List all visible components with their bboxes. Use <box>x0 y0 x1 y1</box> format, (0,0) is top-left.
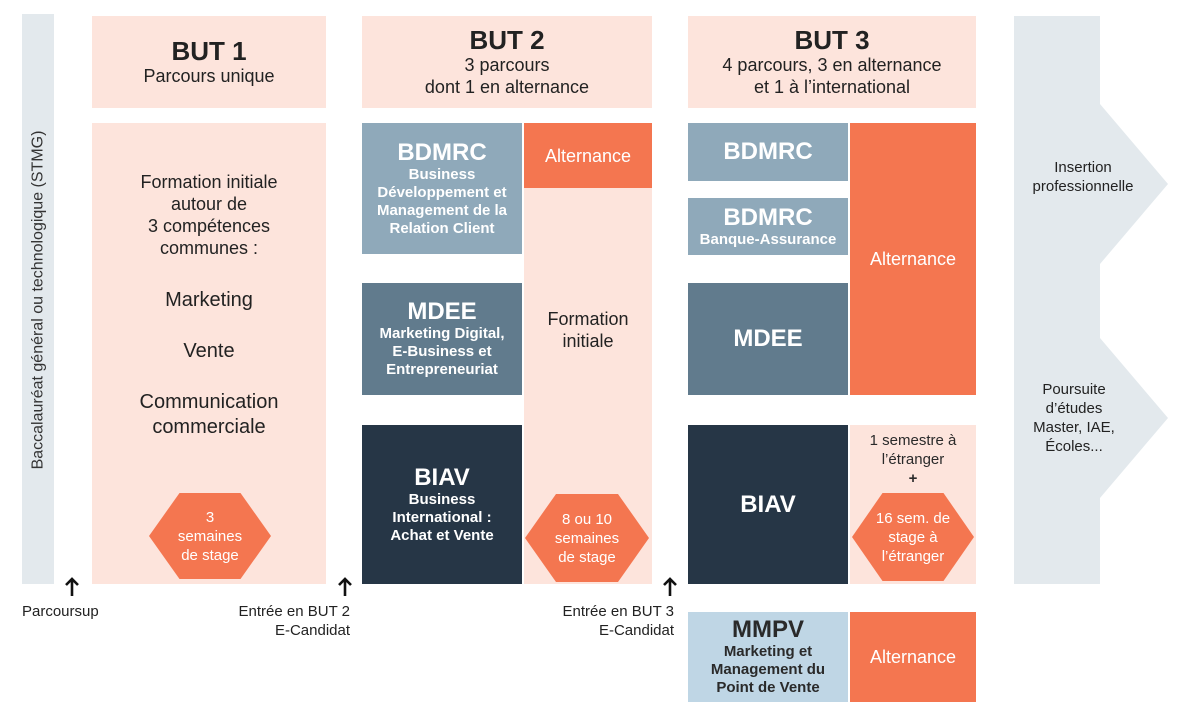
but1-intro: Formation initiale autour de 3 compétenc… <box>92 171 326 259</box>
but2-stage-badge: 8 ou 10 semaines de stage <box>525 494 649 582</box>
but3-title: BUT 3 <box>794 25 870 55</box>
but2-bdmrc-desc: Business Développement et Management de … <box>376 165 508 237</box>
competence-communication: Communication commerciale <box>139 391 279 438</box>
outcome-insertion: Insertion professionnelle <box>1014 158 1152 196</box>
but2-subtitle-line: 3 parcours <box>464 55 550 75</box>
arrow-poursuite-icon <box>1014 338 1168 498</box>
but2-mdee-desc: Marketing Digital, E-Business et Entrepr… <box>379 325 505 378</box>
but3-mmpv-alternance: Alternance <box>850 612 976 702</box>
entry-but3-line: E-Candidat <box>598 622 674 639</box>
but2-bdmrc-name: BDMRC <box>397 138 487 166</box>
but2-mdee-name: MDEE <box>407 298 477 325</box>
entry-but2-line: Entrée en BUT 2 <box>238 603 350 620</box>
entry-parcoursup: Parcoursup <box>22 603 99 620</box>
but3-mmpv-desc: Marketing et Management du Point de Vent… <box>710 643 826 696</box>
but3-bdmrc-name: BDMRC <box>723 138 813 165</box>
arrow-up-but2-icon <box>338 577 352 596</box>
but2-biav-name: BIAV <box>414 463 470 491</box>
but2-biav-desc: Business International : Achat et Vente <box>390 490 494 544</box>
but1-stage-badge: 3 semaines de stage <box>149 493 271 579</box>
but3-bdmrc: BDMRC <box>688 123 848 181</box>
but3-plus: + <box>908 470 918 487</box>
but1-body-line: autour de <box>170 194 248 214</box>
but3-bdmrc-banque-desc: Banque-Assurance <box>699 231 837 248</box>
but2-bdmrc: BDMRC Business Développement et Manageme… <box>362 123 522 254</box>
competence-marketing: Marketing <box>165 289 253 311</box>
competence-vente: Vente <box>183 340 235 362</box>
arrow-up-but3-icon <box>663 577 677 596</box>
but3-biav-name: BIAV <box>740 490 796 518</box>
but3-alternance-label: Alternance <box>869 249 957 269</box>
outcome-poursuite-line: Poursuite <box>1042 381 1106 398</box>
but1-title: BUT 1 <box>171 36 247 66</box>
outcome-poursuite-line: Master, IAE, <box>1033 419 1115 436</box>
but2-subtitle-line: dont 1 en alternance <box>424 77 590 97</box>
but3-mmpv: MMPV Marketing et Management du Point de… <box>688 612 848 702</box>
outcome-poursuite: Poursuite d’études Master, IAE, Écoles..… <box>1014 380 1134 456</box>
baccalaureat-label: Baccalauréat général ou technologique (S… <box>28 130 46 470</box>
but1-body-line: communes : <box>159 238 259 258</box>
but3-mdee: MDEE <box>688 283 848 395</box>
but2-header: BUT 2 3 parcours dont 1 en alternance <box>362 16 652 108</box>
but2-formation-initiale-label: Formation initiale <box>547 309 629 351</box>
but2-title: BUT 2 <box>469 25 545 55</box>
entry-but2: Entrée en BUT 2 E-Candidat <box>200 602 350 640</box>
but3-header: BUT 3 4 parcours, 3 en alternance et 1 à… <box>688 16 976 108</box>
but3-alternance: Alternance <box>850 123 976 395</box>
outcome-insertion-label: Insertion professionnelle <box>1032 159 1134 195</box>
but2-mdee: MDEE Marketing Digital, E-Business et En… <box>362 283 522 395</box>
outcome-poursuite-line: d’études <box>1045 400 1103 417</box>
but3-international: 1 semestre à l’étranger + 16 sem. de sta… <box>850 425 976 584</box>
entry-but2-line: E-Candidat <box>274 622 350 639</box>
but3-semestre: 1 semestre à l’étranger <box>869 432 957 468</box>
but1-subtitle: Parcours unique <box>143 66 275 86</box>
but2-biav: BIAV Business International : Achat et V… <box>362 425 522 584</box>
but1-body-line: Formation initiale <box>140 172 278 192</box>
but1-body-line: 3 compétences <box>147 216 271 236</box>
baccalaureat-bar <box>22 14 54 584</box>
but2-alternance-label: Alternance <box>544 145 632 166</box>
but3-subtitle-line: 4 parcours, 3 en alternance <box>722 55 942 75</box>
but1-header: BUT 1 Parcours unique <box>92 16 326 108</box>
entry-but3: Entrée en BUT 3 E-Candidat <box>524 602 674 640</box>
but3-mmpv-alternance-label: Alternance <box>869 647 957 667</box>
but3-biav: BIAV <box>688 425 848 584</box>
arrow-insertion-icon <box>1014 104 1168 264</box>
but3-bdmrc-banque: BDMRC Banque-Assurance <box>688 198 848 255</box>
outcomes-bar <box>1014 16 1100 584</box>
but1-body: Formation initiale autour de 3 compétenc… <box>92 123 326 584</box>
but2-formation-initiale: Formation initiale <box>524 290 652 370</box>
but3-subtitle-line: et 1 à l’international <box>753 77 911 97</box>
but3-mmpv-name: MMPV <box>732 616 804 643</box>
but3-bdmrc-banque-name: BDMRC <box>723 204 813 231</box>
entry-but3-line: Entrée en BUT 3 <box>562 603 674 620</box>
but3-stage-badge: 16 sem. de stage à l’étranger <box>852 493 974 581</box>
arrow-up-parcoursup-icon <box>65 577 79 596</box>
but2-alternance: Alternance <box>524 123 652 188</box>
but3-mdee-name: MDEE <box>733 325 803 352</box>
outcome-poursuite-line: Écoles... <box>1045 438 1103 455</box>
